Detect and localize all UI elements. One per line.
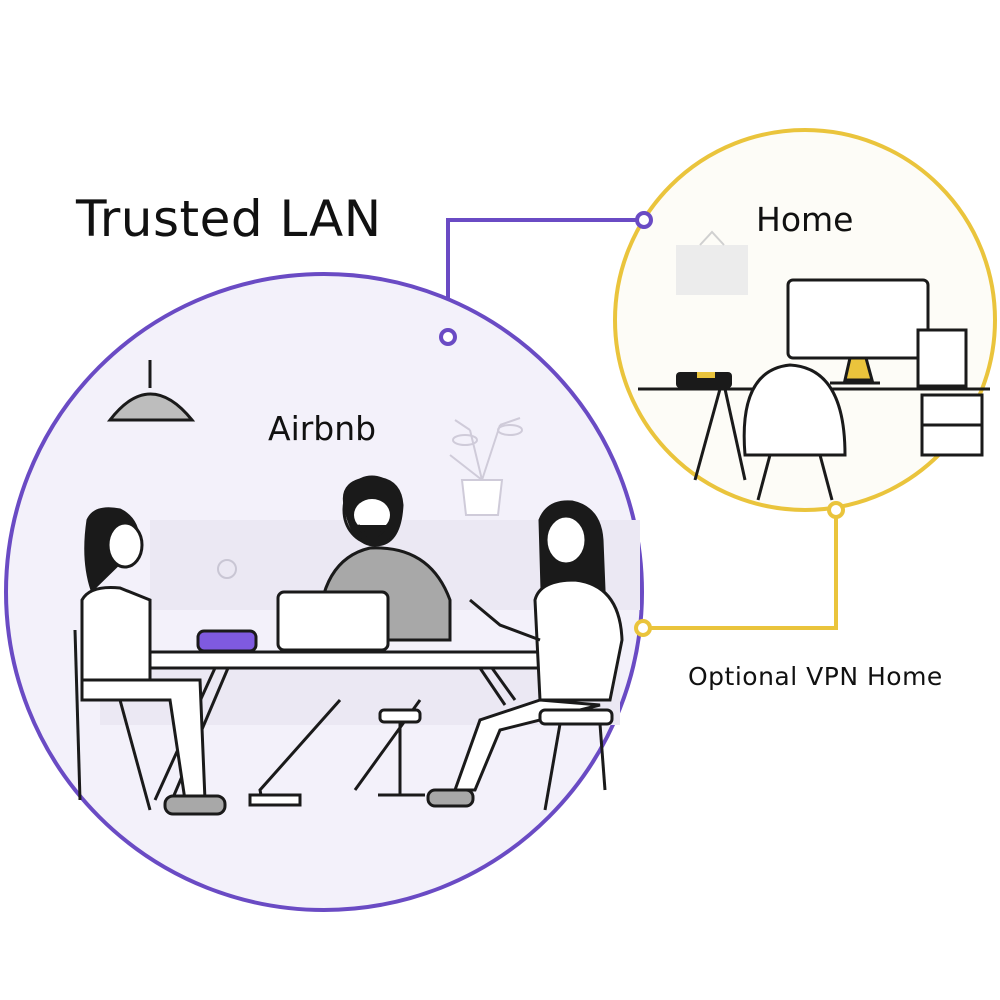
- monitor-icon: [786, 278, 930, 385]
- vpn-node-home: [827, 501, 845, 519]
- vpn-connector-line: [643, 510, 838, 630]
- chair: [378, 708, 425, 797]
- page-title: Trusted LAN: [76, 190, 382, 248]
- home-label: Home: [756, 200, 854, 239]
- vpn-link-label: Optional VPN Home: [688, 662, 943, 691]
- person-woman-right: [426, 500, 624, 811]
- router-device: [196, 629, 258, 653]
- home-router-device: [676, 372, 732, 388]
- person-woman-left: [73, 507, 227, 816]
- home-chair: [742, 363, 847, 501]
- lan-node-airbnb: [439, 328, 457, 346]
- desk: [638, 387, 990, 481]
- plant-icon: [449, 417, 523, 516]
- airbnb-label: Airbnb: [268, 409, 377, 448]
- vpn-node-airbnb: [634, 619, 652, 637]
- airbnb-scene: [4, 272, 644, 912]
- lan-node-home: [635, 211, 653, 229]
- person-man: [248, 475, 452, 807]
- home-scene: [613, 128, 997, 512]
- lamp-icon: [106, 360, 196, 422]
